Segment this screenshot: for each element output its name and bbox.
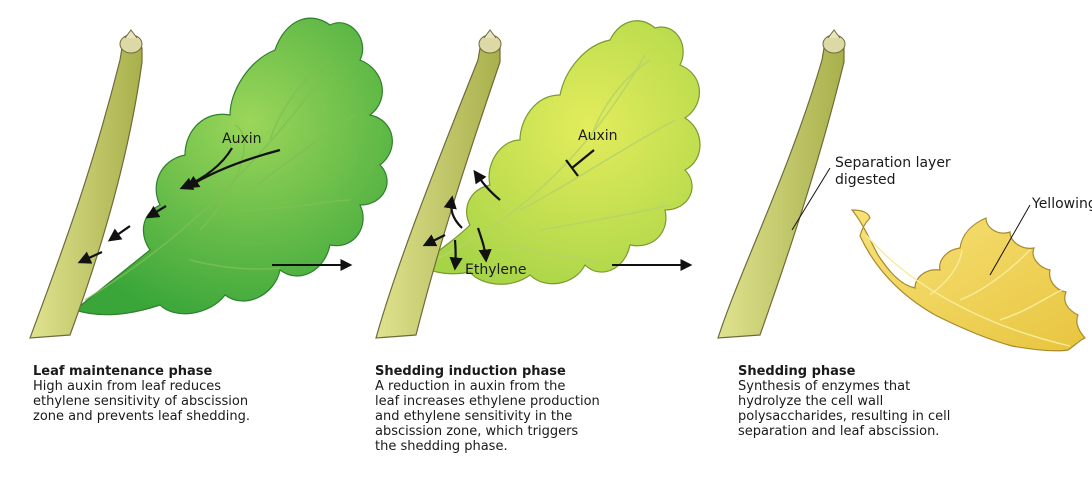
panel-shedding-induction: Auxin Ethylene xyxy=(376,21,700,338)
separation-layer-label-line1: Separation layer xyxy=(835,155,951,171)
caption-line: ethylene sensitivity of abscission xyxy=(33,394,323,409)
yellow-leaf-shape xyxy=(852,210,1085,351)
caption-line: hydrolyze the cell wall xyxy=(738,394,1038,409)
caption-line: separation and leaf abscission. xyxy=(738,424,1038,439)
ethylene-arrow-4 xyxy=(455,240,456,268)
caption-line: leaf increases ethylene production xyxy=(375,394,675,409)
caption-leaf-maintenance: Leaf maintenance phase High auxin from l… xyxy=(33,364,323,424)
bud xyxy=(120,30,142,53)
caption-line: abscission zone, which triggers xyxy=(375,424,675,439)
caption-line: High auxin from leaf reduces xyxy=(33,379,323,394)
panel-shedding: Separation layer digested Yellowing xyxy=(718,30,1092,351)
yellowing-label: Yellowing xyxy=(1031,196,1092,212)
auxin-arrow-4 xyxy=(110,226,130,240)
bud xyxy=(823,30,845,53)
caption-shedding-induction: Shedding induction phase A reduction in … xyxy=(375,364,675,454)
caption-line: A reduction in auxin from the xyxy=(375,379,675,394)
caption-line: polysaccharides, resulting in cell xyxy=(738,409,1038,424)
caption-shedding: Shedding phase Synthesis of enzymes that… xyxy=(738,364,1038,439)
caption-title: Shedding phase xyxy=(738,364,1038,379)
caption-line: the shedding phase. xyxy=(375,439,675,454)
separation-layer-label-line2: digested xyxy=(835,172,896,188)
auxin-label-1: Auxin xyxy=(222,131,262,147)
ethylene-label: Ethylene xyxy=(465,262,526,278)
auxin-label-2: Auxin xyxy=(578,128,618,144)
bud xyxy=(479,30,501,53)
caption-title: Shedding induction phase xyxy=(375,364,675,379)
caption-line: zone and prevents leaf shedding. xyxy=(33,409,323,424)
stem xyxy=(718,48,844,338)
caption-line: Synthesis of enzymes that xyxy=(738,379,1038,394)
caption-title: Leaf maintenance phase xyxy=(33,364,323,379)
panel-leaf-maintenance: Auxin xyxy=(30,18,392,338)
caption-line: and ethylene sensitivity in the xyxy=(375,409,675,424)
